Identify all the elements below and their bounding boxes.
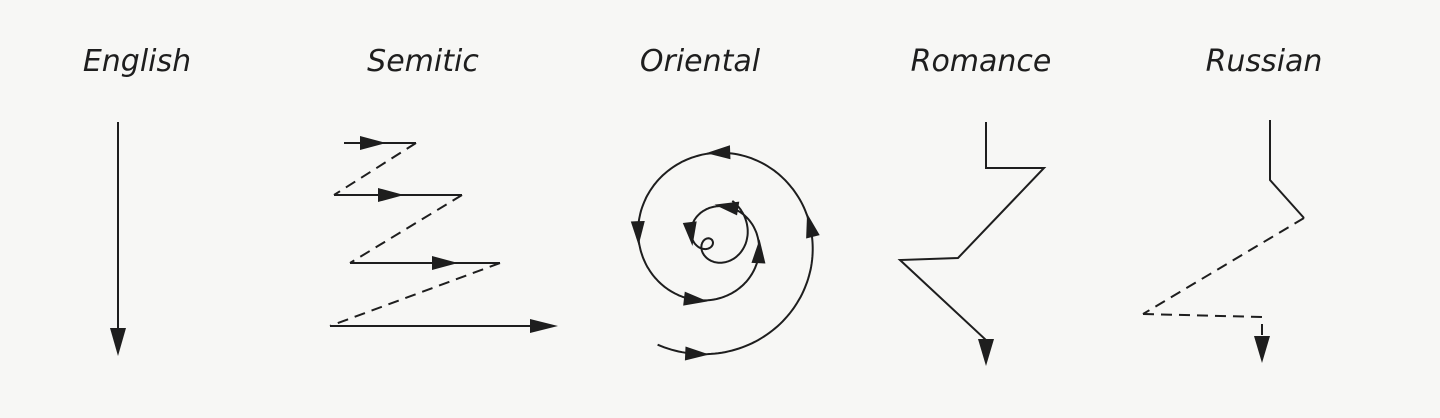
arrowhead-icon [714, 201, 740, 216]
arrowhead-icon [706, 145, 731, 160]
arrowhead-icon [684, 346, 710, 361]
label-oriental: Oriental [639, 44, 761, 79]
arrowhead-icon [378, 188, 404, 202]
arrowhead-icon [682, 221, 697, 247]
oriental-pattern [630, 145, 820, 361]
arrowhead-icon [110, 328, 126, 356]
label-semitic: Semitic [367, 44, 479, 79]
semitic-pattern [329, 136, 558, 333]
label-english: English [82, 44, 192, 79]
label-romance: Romance [910, 44, 1052, 79]
arrowhead-icon [630, 220, 645, 246]
arrowhead-icon [530, 319, 558, 333]
arrowhead-icon [432, 256, 458, 270]
english-pattern [110, 122, 126, 356]
arrowhead-icon [806, 213, 820, 239]
russian-pattern [1142, 120, 1305, 363]
arrowhead-icon [360, 136, 386, 150]
arrowhead-icon [1254, 336, 1270, 363]
romance-pattern [897, 122, 1047, 366]
arrowhead-icon [683, 291, 708, 306]
label-russian: Russian [1205, 44, 1323, 79]
arrowhead-icon [978, 339, 994, 366]
arrowhead-icon [751, 239, 766, 264]
